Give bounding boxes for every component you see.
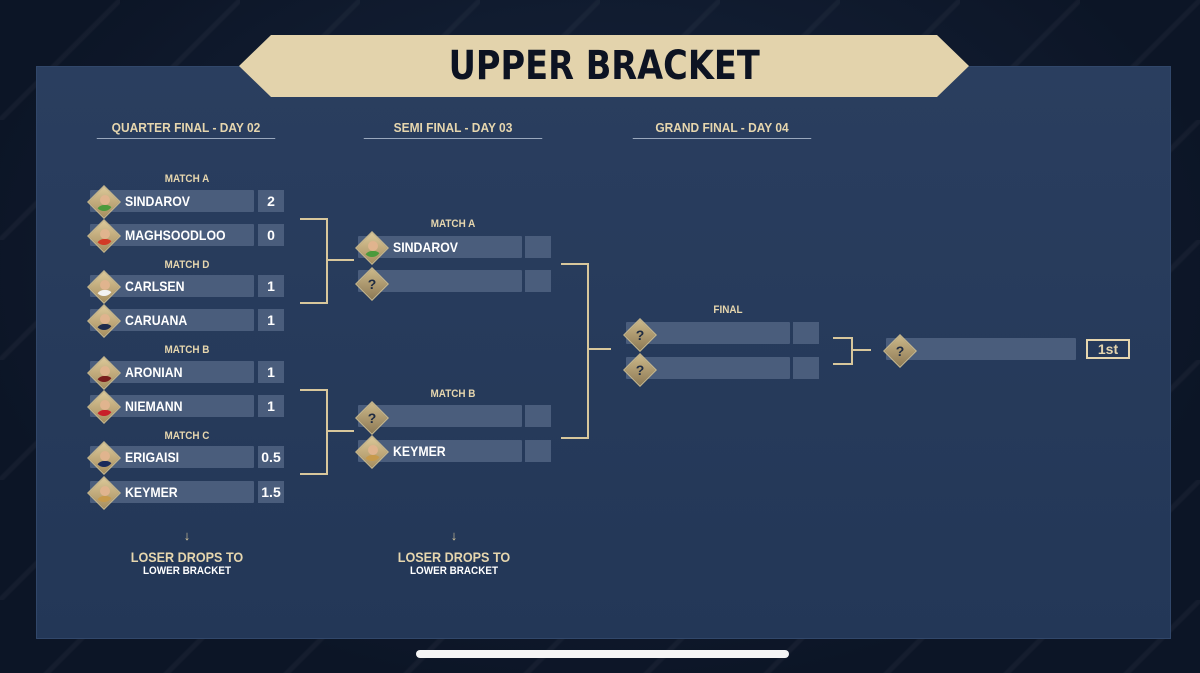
placeholder-mark: ? [367,410,377,426]
semi-player-row-keymer[interactable]: KEYMER [358,440,522,462]
player-name: SINDAROV [393,239,459,255]
arrow-down-icon: ↓ [450,528,458,543]
player-score [525,405,551,427]
player-name: MAGHSOODLOO [125,227,226,243]
loser-note-quarter: ↓ LOSER DROPS TO LOWER BRACKET [87,528,287,578]
player-name: KEYMER [393,443,446,459]
player-score [525,236,551,258]
arrow-down-icon: ↓ [183,528,191,543]
loser-note-line2: LOWER BRACKET [409,565,499,577]
bracket-connector-line [587,348,611,350]
stage-quarter-final: QUARTER FINAL - DAY 02 [96,118,276,139]
player-score [525,440,551,462]
stage-semi-final: SEMI FINAL - DAY 03 [363,118,543,139]
bracket-connector-line [326,430,354,432]
bracket-connector [300,389,328,475]
player-row-maghsoodloo[interactable]: MAGHSOODLOO [90,224,254,246]
player-score: 1 [258,309,284,331]
semi-player-row-tbd[interactable] [358,270,522,292]
first-place-badge: 1st [1086,339,1130,359]
winner-row[interactable] [886,338,1076,360]
home-indicator[interactable] [416,650,789,658]
placeholder-mark: ? [635,327,645,343]
player-score: 0.5 [258,446,284,468]
placeholder-mark: ? [635,362,645,378]
player-row-carlsen[interactable]: CARLSEN [90,275,254,297]
player-name: ARONIAN [125,364,183,380]
bracket-connector-line [326,259,354,261]
loser-note-semi: ↓ LOSER DROPS TO LOWER BRACKET [354,528,554,578]
player-score [793,357,819,379]
player-name: CARLSEN [125,278,185,294]
bracket-connector [300,218,328,304]
player-score: 1.5 [258,481,284,503]
player-score [793,322,819,344]
player-name: ERIGAISI [125,449,180,465]
player-name: KEYMER [125,484,178,500]
placeholder-mark: ? [895,343,905,359]
player-row-aronian[interactable]: ARONIAN [90,361,254,383]
match-d-label: MATCH D [164,259,210,271]
player-name: NIEMANN [125,398,183,414]
player-score: 1 [258,275,284,297]
title-banner: UPPER BRACKET [239,35,969,97]
final-player-row-tbd[interactable] [626,357,790,379]
player-row-sindarov[interactable]: SINDAROV [90,190,254,212]
player-row-niemann[interactable]: NIEMANN [90,395,254,417]
semi-match-b-label: MATCH B [430,388,476,400]
final-label: FINAL [713,304,743,316]
player-name: SINDAROV [125,193,191,209]
semi-player-row-tbd[interactable] [358,405,522,427]
player-row-caruana[interactable]: CARUANA [90,309,254,331]
bracket-connector [833,337,853,365]
player-row-keymer[interactable]: KEYMER [90,481,254,503]
player-score: 2 [258,190,284,212]
bracket-connector-line [851,349,871,351]
player-score: 1 [258,361,284,383]
page-title: UPPER BRACKET [448,43,760,89]
semi-match-a-label: MATCH A [430,218,476,230]
semi-player-row-sindarov[interactable]: SINDAROV [358,236,522,258]
player-score: 1 [258,395,284,417]
stage-grand-final: GRAND FINAL - DAY 04 [632,118,812,139]
loser-note-line2: LOWER BRACKET [142,565,232,577]
player-name: CARUANA [125,312,188,328]
loser-note-line1: LOSER DROPS TO [397,549,511,565]
player-score [525,270,551,292]
match-b-label: MATCH B [164,344,210,356]
loser-note-line1: LOSER DROPS TO [130,549,244,565]
final-player-row-tbd[interactable] [626,322,790,344]
match-c-label: MATCH C [164,430,210,442]
player-row-erigaisi[interactable]: ERIGAISI [90,446,254,468]
bracket-connector [561,263,589,439]
placeholder-mark: ? [367,276,377,292]
player-score: 0 [258,224,284,246]
match-a-label: MATCH A [164,173,210,185]
